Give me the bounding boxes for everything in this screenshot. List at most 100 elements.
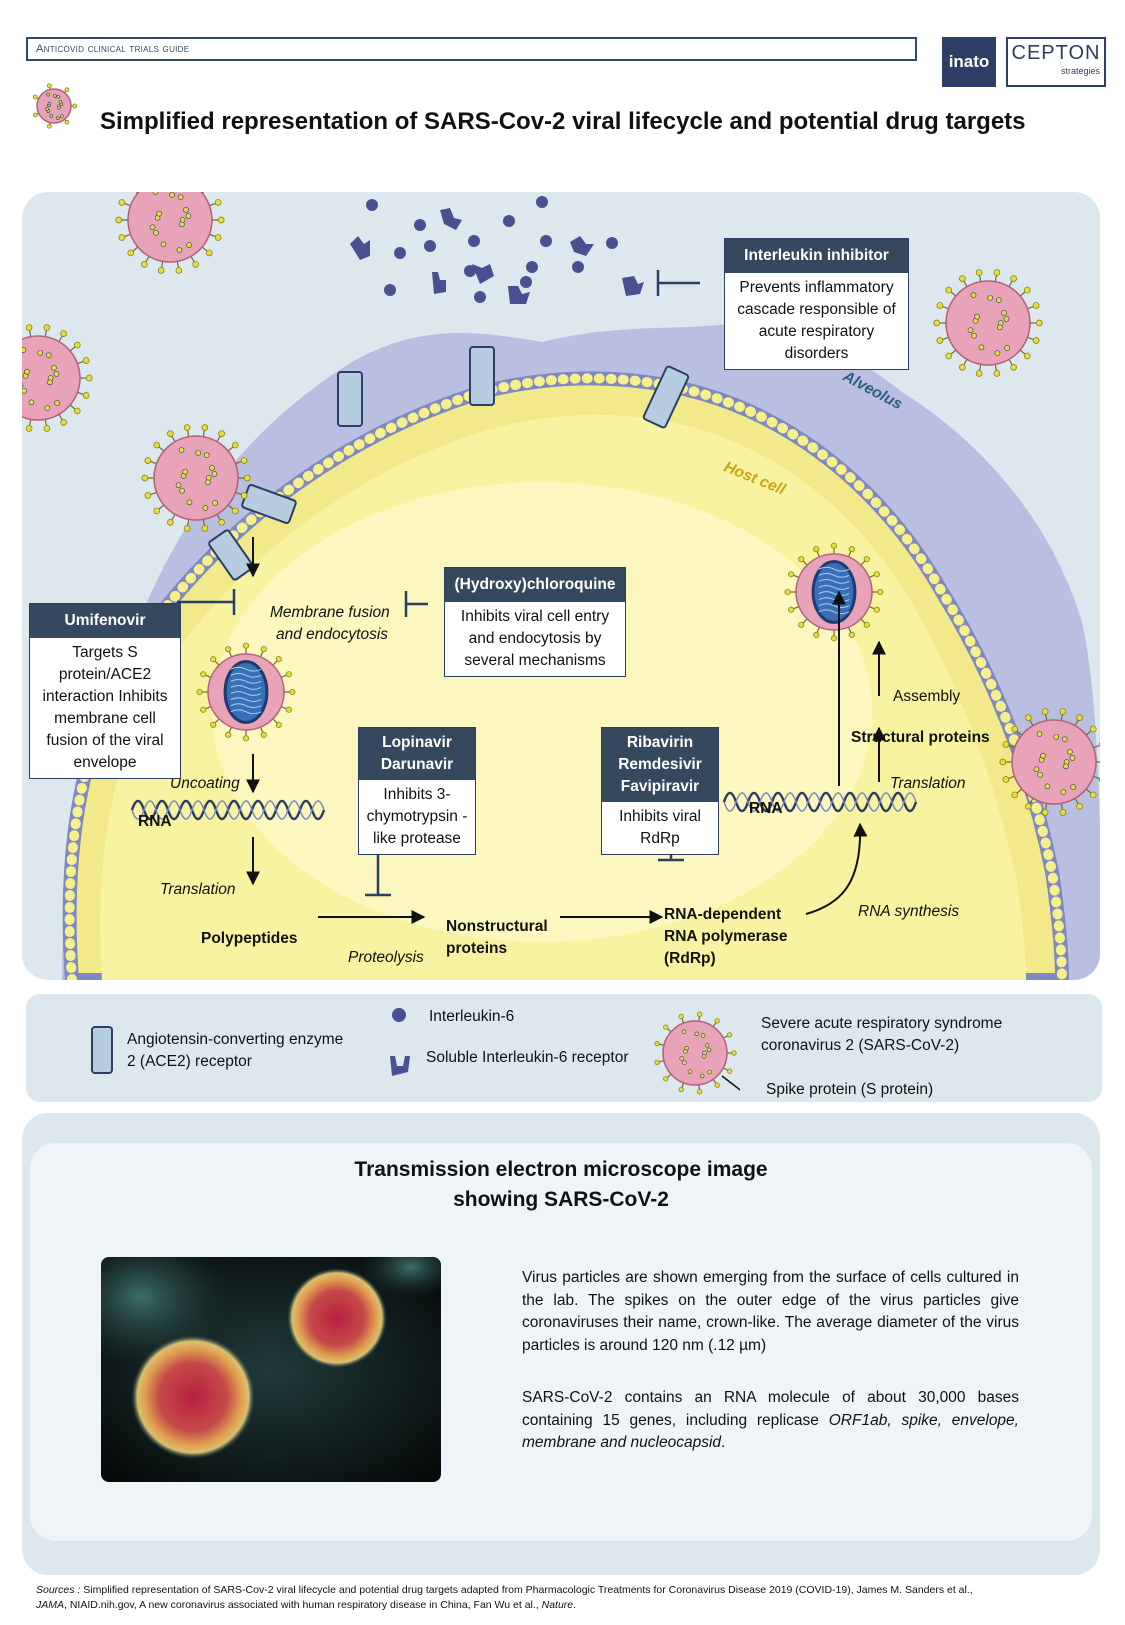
hydroxychloroquine-box: (Hydroxy)chloroquine Inhibits viral cell…: [444, 567, 626, 677]
sources-label: Sources :: [36, 1584, 81, 1596]
virus-particle: [115, 192, 225, 274]
translation-left-label: Translation: [160, 881, 236, 898]
sources-footnote: Sources : Simplified representation of S…: [36, 1583, 1106, 1613]
arrow-rna-synthesis: [805, 822, 868, 915]
interleukin-6: [366, 199, 378, 211]
tem-title-line2: showing SARS-CoV-2: [453, 1188, 669, 1211]
virus-particle: [22, 324, 93, 432]
drug-name-line: Remdesivir: [618, 756, 702, 773]
lopinavir-darunavir-box: Lopinavir Darunavir Inhibits 3-chymotryp…: [358, 727, 476, 855]
sources-nature: Nature: [541, 1599, 574, 1611]
membrane-fusion-label: Membrane fusion: [270, 604, 390, 621]
virus-particle: [141, 424, 251, 532]
legend-ace2: Angiotensin-converting enzyme 2 (ACE2) r…: [127, 1031, 344, 1070]
nonstructural-label-2: proteins: [446, 940, 508, 957]
drug-description: Inhibits viral RdRp: [619, 808, 701, 847]
sources-jama: JAMA: [36, 1599, 65, 1611]
interleukin-6: [536, 196, 548, 208]
guide-banner: Anticovid clinical trials guide: [26, 37, 917, 61]
interleukin-legend-icon: [392, 1008, 406, 1022]
rdrp-label-2: RNA polymerase: [664, 928, 788, 945]
drug-name: Ribavirin Remdesivir Favipiravir: [602, 728, 718, 802]
virus-particle: [999, 708, 1100, 816]
soluble-il6-receptor: [508, 286, 530, 304]
uncoating-label: Uncoating: [170, 775, 240, 792]
tem-paragraph-2-end: .: [721, 1434, 726, 1451]
interleukin-6: [474, 291, 486, 303]
rna-strand-left: [131, 800, 325, 820]
umifenovir-box: Umifenovir Targets S protein/ACE2 intera…: [29, 603, 181, 779]
legend-il6: Interleukin-6: [429, 1008, 515, 1025]
tem-virus-particle: [287, 1268, 387, 1368]
soluble-receptor-legend-icon: [390, 1056, 410, 1076]
virus-legend-icon: [654, 1011, 740, 1095]
cepton-logo-text: CEPTON: [1011, 42, 1101, 64]
drug-name: (Hydroxy)chloroquine: [445, 568, 625, 602]
page-title: Simplified representation of SARS-Cov-2 …: [100, 108, 1026, 135]
assembly-label: Assembly: [893, 688, 961, 705]
drug-name: Lopinavir Darunavir: [359, 728, 475, 780]
interleukin-6: [572, 261, 584, 273]
inato-logo: inato: [942, 37, 996, 87]
rna-right-label: RNA: [749, 800, 783, 817]
drug-description: Targets S protein/ACE2 interaction Inhib…: [42, 644, 168, 771]
ace2-receptor: [642, 365, 690, 429]
virus-particle: [933, 269, 1043, 377]
cepton-logo: CEPTON strategies: [1006, 37, 1106, 87]
tem-title: Transmission electron microscope image s…: [30, 1155, 1092, 1215]
interleukin-6: [526, 261, 538, 273]
interleukin-6: [468, 235, 480, 247]
translation-right-label: Translation: [890, 775, 966, 792]
rdrp-label: RNA-dependent: [664, 906, 782, 923]
virus-particle: [196, 642, 296, 742]
tem-paragraph-1: Virus particles are shown emerging from …: [522, 1269, 1019, 1354]
structural-proteins-label: Structural proteins: [851, 729, 990, 746]
drug-description: Inhibits 3-chymotrypsin -like protease: [366, 786, 468, 847]
interleukin-6: [384, 284, 396, 296]
rna-left-label: RNA: [138, 813, 172, 830]
ace2-legend-icon: [91, 1026, 113, 1074]
nonstructural-label: Nonstructural: [446, 918, 548, 935]
tem-virus-particle: [131, 1335, 255, 1459]
legend-panel: [26, 994, 1102, 1102]
legend-sars: Severe acute respiratory syndrome corona…: [761, 1015, 1003, 1054]
polypeptides-label: Polypeptides: [201, 930, 298, 947]
ribavirin-remdesivir-favipiravir-box: Ribavirin Remdesivir Favipiravir Inhibit…: [601, 727, 719, 855]
ace2-receptor: [469, 346, 495, 406]
ace2-receptor: [208, 529, 254, 581]
soluble-il6-receptor: [472, 264, 494, 284]
soluble-il6-receptor: [440, 208, 462, 230]
interleukin-6: [464, 265, 476, 277]
tem-paragraph-2: SARS-CoV-2 contains an RNA molecule of a…: [522, 1387, 1019, 1455]
drug-name: Umifenovir: [30, 604, 180, 638]
cepton-logo-subtext: strategies: [1060, 66, 1100, 76]
drug-name: Interleukin inhibitor: [725, 239, 908, 273]
interleukin-6: [606, 237, 618, 249]
tem-title-line1: Transmission electron microscope image: [354, 1158, 768, 1181]
soluble-il6-receptor: [570, 236, 594, 256]
rna-synthesis-label: RNA synthesis: [858, 903, 960, 920]
interleukin-6: [520, 276, 532, 288]
drug-name-line: Ribavirin: [626, 734, 694, 751]
soluble-il6-receptor: [622, 276, 644, 296]
interleukin-6: [394, 247, 406, 259]
drug-description: Prevents inflammatory cascade responsibl…: [737, 279, 896, 362]
soluble-il6-receptor: [350, 236, 370, 260]
interleukin-6: [540, 235, 552, 247]
rdrp-label-3: (RdRp): [664, 950, 716, 967]
proteolysis-label: Proteolysis: [348, 949, 424, 966]
guide-label: Anticovid clinical trials guide: [36, 43, 190, 55]
sources-text-2: , NIAID.nih.gov, A new coronavirus assoc…: [64, 1599, 542, 1611]
tem-paragraph-2-text: SARS-CoV-2 contains an RNA molecule of a…: [522, 1389, 1019, 1429]
membrane-fusion-label-2: and endocytosis: [276, 626, 389, 643]
soluble-il6-receptor: [432, 272, 446, 294]
interleukin-inhibitor-box: Interleukin inhibitor Prevents inflammat…: [724, 238, 909, 370]
legend-spike: Spike protein (S protein): [766, 1081, 934, 1098]
interleukin-6: [414, 219, 426, 231]
tem-microscope-image: [101, 1257, 441, 1482]
tem-paragraph-2-genes: ORF1ab, spike, envelope, membrane and nu…: [522, 1411, 1019, 1452]
drug-name-line: Darunavir: [380, 756, 454, 773]
sources-text-3: .: [573, 1599, 577, 1611]
virus-title-icon: [32, 83, 78, 129]
drug-name-line: Lopinavir: [382, 734, 452, 751]
